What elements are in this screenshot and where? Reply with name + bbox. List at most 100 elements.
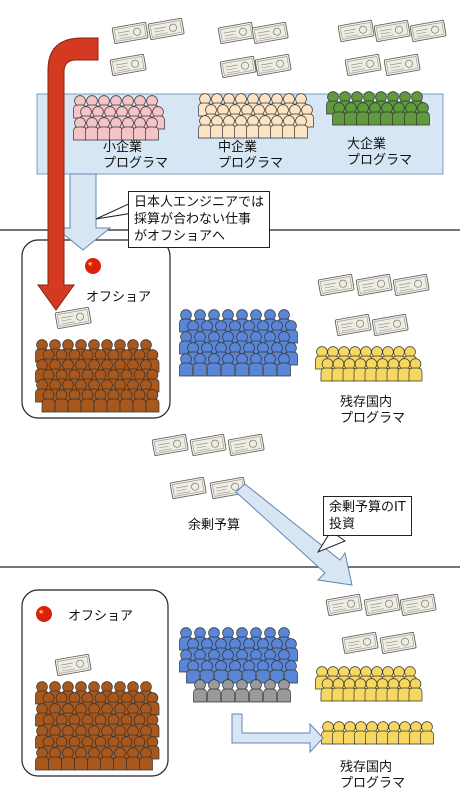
offshore-programmer bbox=[119, 389, 134, 413]
mid-company-programmer bbox=[246, 115, 260, 139]
displaced-programmer bbox=[249, 679, 263, 703]
mid-company-label: 中企業 プログラマ bbox=[218, 140, 284, 171]
money-bundle-icon bbox=[254, 53, 292, 77]
domestic-programmer bbox=[235, 353, 249, 377]
domestic-programmer bbox=[284, 660, 298, 684]
large-company-programmer bbox=[416, 102, 430, 126]
money-bundle-icon bbox=[363, 593, 401, 617]
displaced-programmer bbox=[235, 679, 249, 703]
small-company-label: 小企業 プログラマ bbox=[103, 140, 169, 171]
domestic-remaining-label-1: 残存国内 プログラマ bbox=[340, 395, 406, 426]
domestic-programmer bbox=[270, 660, 284, 684]
small-company-programmer bbox=[109, 117, 123, 141]
offshore-programmer bbox=[41, 389, 56, 413]
offshore-programmer bbox=[106, 389, 121, 413]
money-bundle-icon bbox=[111, 21, 149, 45]
money-bundle-icon bbox=[251, 21, 289, 45]
money-bundle-icon bbox=[379, 631, 417, 655]
domestic-programmer bbox=[256, 660, 270, 684]
domestic-programmer bbox=[277, 353, 291, 377]
offshore-programmer bbox=[74, 747, 88, 771]
offshore-programmer bbox=[132, 389, 147, 413]
offshore-programmer bbox=[48, 747, 62, 771]
mid-company-programmer bbox=[282, 115, 296, 139]
offshore-programmer bbox=[67, 389, 82, 413]
money-bundle-icon bbox=[325, 593, 363, 617]
large-company-label: 大企業 プログラマ bbox=[347, 137, 413, 168]
money-bundle-icon bbox=[317, 273, 355, 297]
domestic-programmer bbox=[193, 353, 207, 377]
money-bundle-icon bbox=[151, 433, 189, 457]
domestic-remaining-label-2: 残存国内 プログラマ bbox=[340, 760, 406, 791]
callout-pointer-2 bbox=[316, 530, 347, 554]
remaining-domestic-programmer bbox=[420, 721, 434, 745]
domestic-programmer bbox=[200, 660, 214, 684]
domestic-programmer bbox=[242, 660, 256, 684]
offshore-programmer bbox=[54, 389, 69, 413]
small-company-programmer bbox=[85, 117, 99, 141]
money-bundle-icon bbox=[341, 631, 379, 655]
domestic-programmer bbox=[263, 353, 277, 377]
china-flag-icon bbox=[85, 258, 101, 274]
displaced-programmer bbox=[221, 679, 235, 703]
flag-star-icon: ★ bbox=[87, 260, 93, 268]
money-bundle-icon bbox=[217, 21, 255, 45]
mid-company-programmer bbox=[234, 115, 248, 139]
money-bundle-icon bbox=[392, 273, 430, 297]
mid-company-programmer bbox=[210, 115, 224, 139]
large-company-programmer bbox=[368, 102, 382, 126]
light-arrow-bottom bbox=[231, 713, 324, 754]
surplus-budget-label: 余剰予算 bbox=[188, 518, 241, 533]
flag-star-icon: ★ bbox=[38, 608, 44, 616]
money-bundle-icon bbox=[371, 313, 409, 337]
domestic-programmer bbox=[214, 660, 228, 684]
money-bundle-icon bbox=[373, 19, 411, 43]
light-arrow-to-offshore bbox=[54, 173, 112, 251]
money-bundle-icon bbox=[337, 19, 375, 43]
money-bundle-icon bbox=[409, 19, 447, 43]
money-bundle-icon bbox=[219, 55, 257, 79]
china-flag-icon bbox=[36, 606, 52, 622]
small-company-programmer bbox=[121, 117, 135, 141]
large-company-programmer bbox=[404, 102, 418, 126]
remaining-domestic-programmer bbox=[408, 358, 423, 382]
money-bundle-icon bbox=[399, 593, 437, 617]
large-company-programmer bbox=[344, 102, 358, 126]
displaced-programmer bbox=[207, 679, 221, 703]
mid-company-programmer bbox=[258, 115, 272, 139]
it-investment-callout: 余剰予算のIT 投資 bbox=[323, 496, 412, 536]
money-bundle-icon bbox=[189, 433, 227, 457]
domestic-programmer bbox=[249, 353, 263, 377]
money-bundle-icon bbox=[334, 313, 372, 337]
large-company-programmer bbox=[332, 102, 346, 126]
domestic-programmer bbox=[179, 353, 193, 377]
domestic-programmer bbox=[221, 353, 235, 377]
small-company-programmer bbox=[73, 117, 87, 141]
offshore-programmer bbox=[126, 747, 140, 771]
mid-company-programmer bbox=[270, 115, 284, 139]
offshore-programmer bbox=[80, 389, 95, 413]
small-company-programmer bbox=[97, 117, 111, 141]
displaced-programmer bbox=[193, 679, 207, 703]
offshore-programmer bbox=[87, 747, 101, 771]
money-bundle-icon bbox=[383, 53, 421, 77]
offshore-programmer bbox=[145, 389, 160, 413]
domestic-programmer bbox=[186, 660, 200, 684]
money-bundle-icon bbox=[227, 433, 265, 457]
offshore-programmer bbox=[61, 747, 75, 771]
offshore-callout: 日本人エンジニアでは 採算が合わない仕事 がオフショアへ bbox=[128, 191, 271, 248]
remaining-domestic-programmer bbox=[408, 678, 423, 702]
offshore-programmer bbox=[100, 747, 114, 771]
small-company-programmer bbox=[133, 117, 147, 141]
offshore-programmer bbox=[113, 747, 127, 771]
offshore-programmer bbox=[35, 747, 49, 771]
money-bundle-icon bbox=[344, 53, 382, 77]
light-arrow-it-investment bbox=[235, 483, 353, 586]
offshore-programmer bbox=[93, 389, 108, 413]
displaced-programmer bbox=[277, 679, 291, 703]
large-company-programmer bbox=[392, 102, 406, 126]
domestic-programmer bbox=[207, 353, 221, 377]
domestic-programmer bbox=[228, 660, 242, 684]
offshore-programmer bbox=[139, 747, 153, 771]
